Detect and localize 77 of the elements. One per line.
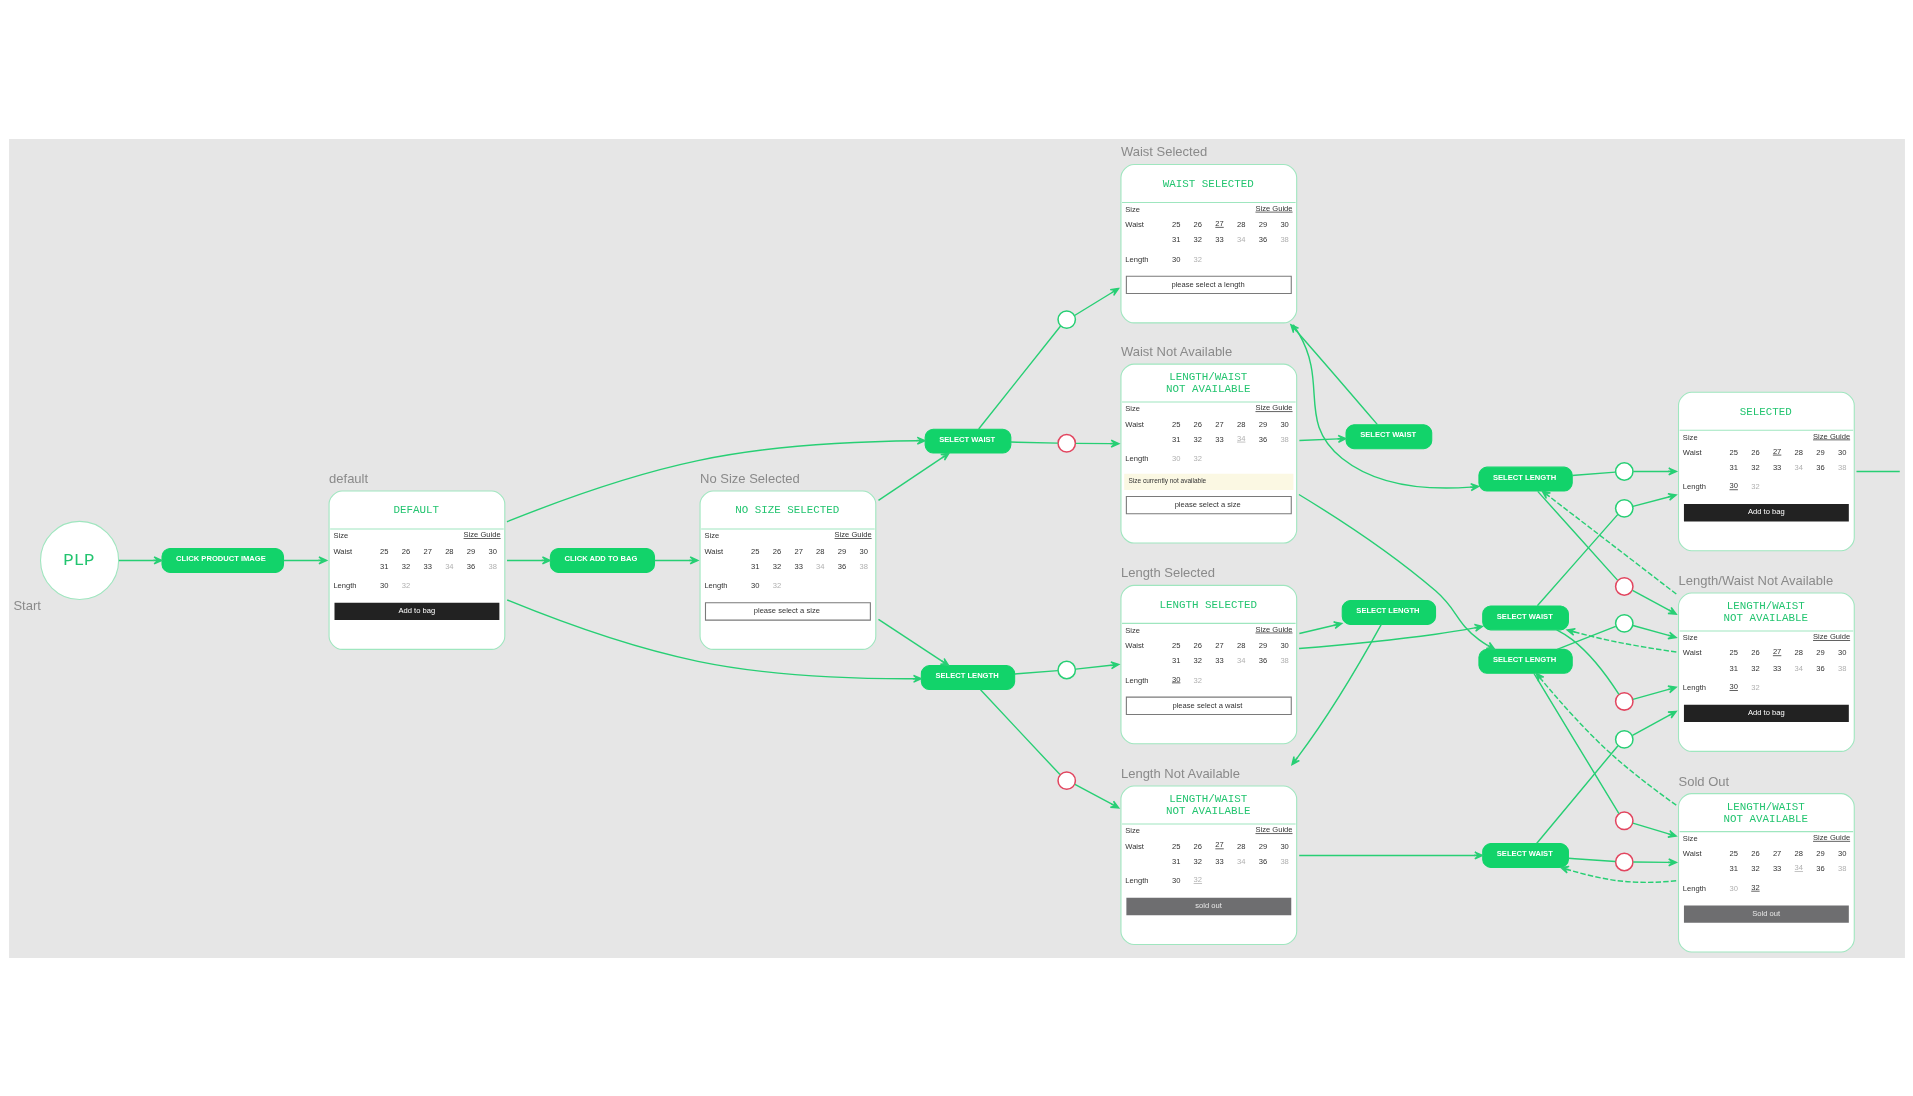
connector: [1013, 669, 1059, 675]
arrow: [1298, 620, 1343, 634]
arrow: [1289, 323, 1378, 425]
node-box: CLICK PRODUCT IMAGE: [161, 547, 284, 573]
arrow: [1632, 857, 1677, 866]
connector: [1567, 857, 1616, 862]
arrow: [505, 555, 551, 565]
connector: [1535, 744, 1618, 844]
node-cross: [1056, 433, 1076, 453]
arrow: [1565, 627, 1677, 653]
node-cross: [1614, 576, 1634, 596]
arrow: [1297, 493, 1495, 650]
arrow: [506, 598, 922, 683]
arrow: [1073, 783, 1119, 809]
arrow: [1292, 323, 1479, 491]
arrow: [1631, 492, 1677, 507]
arrow: [1290, 623, 1382, 765]
arrow: [1073, 287, 1119, 316]
arrow: [1631, 821, 1677, 838]
node-check: [1614, 613, 1634, 633]
node-check: [1614, 729, 1634, 749]
node-box: SELECT WAIST: [1345, 423, 1432, 449]
node-box: CLICK ADD TO BAG: [549, 547, 655, 573]
node-cross: [1614, 852, 1634, 871]
node-box: SELECT WAIST: [1481, 842, 1569, 868]
arrow: [1631, 710, 1677, 736]
arrow: [1632, 466, 1677, 476]
arrow: [1298, 434, 1347, 443]
arrow: [1541, 489, 1677, 595]
node-box: SELECT LENGTH: [1477, 648, 1573, 674]
arrow: [1535, 672, 1677, 806]
node-label: Start: [12, 597, 41, 613]
node-circle: PLP: [39, 520, 119, 600]
arrow: [505, 436, 926, 522]
node-box: SELECT LENGTH: [920, 664, 1015, 690]
node-label: Length Not Available: [1120, 765, 1240, 781]
node-box: SELECT WAIST: [1481, 604, 1569, 630]
node-check: [1614, 498, 1634, 518]
node-cross: [1614, 810, 1634, 830]
node-cross: [1614, 691, 1634, 711]
connector: [1855, 470, 1900, 472]
node-check: [1056, 660, 1076, 679]
node-check: [1614, 461, 1634, 481]
node-label: Length Selected: [1120, 564, 1215, 580]
node-cross: [1056, 770, 1076, 790]
arrow: [117, 555, 162, 565]
connector: [977, 324, 1061, 430]
arrow: [877, 618, 949, 666]
node-label: Length/Waist Not Available: [1678, 572, 1833, 588]
node-box: SELECT LENGTH: [1341, 599, 1436, 625]
node-box: SELECT WAIST: [924, 428, 1011, 454]
connector: [1571, 470, 1616, 476]
arrow: [1631, 684, 1677, 700]
node-label: No Size Selected: [699, 470, 800, 486]
arrow: [653, 555, 698, 565]
node-label: default: [328, 470, 368, 486]
node-label: Sold Out: [1678, 773, 1729, 789]
connector: [1532, 672, 1620, 814]
node-label: Waist Selected: [1120, 143, 1207, 159]
arrow: [1298, 850, 1483, 860]
arrow: [282, 555, 327, 565]
arrow: [877, 451, 950, 501]
connector: [1556, 625, 1616, 650]
connector: [1536, 513, 1619, 606]
node-label: Waist Not Available: [1120, 343, 1232, 359]
arrow: [1559, 865, 1677, 883]
node-box: SELECT LENGTH: [1477, 466, 1573, 492]
arrow: [1631, 589, 1677, 615]
arrow: [1074, 439, 1119, 448]
arrow: [1297, 623, 1483, 649]
connector: [979, 688, 1061, 775]
connector: [1009, 440, 1059, 444]
connector: [1536, 490, 1618, 581]
arrow: [1074, 660, 1119, 670]
arrow: [1631, 624, 1677, 639]
connector: [1555, 628, 1620, 695]
node-check: [1056, 309, 1076, 329]
